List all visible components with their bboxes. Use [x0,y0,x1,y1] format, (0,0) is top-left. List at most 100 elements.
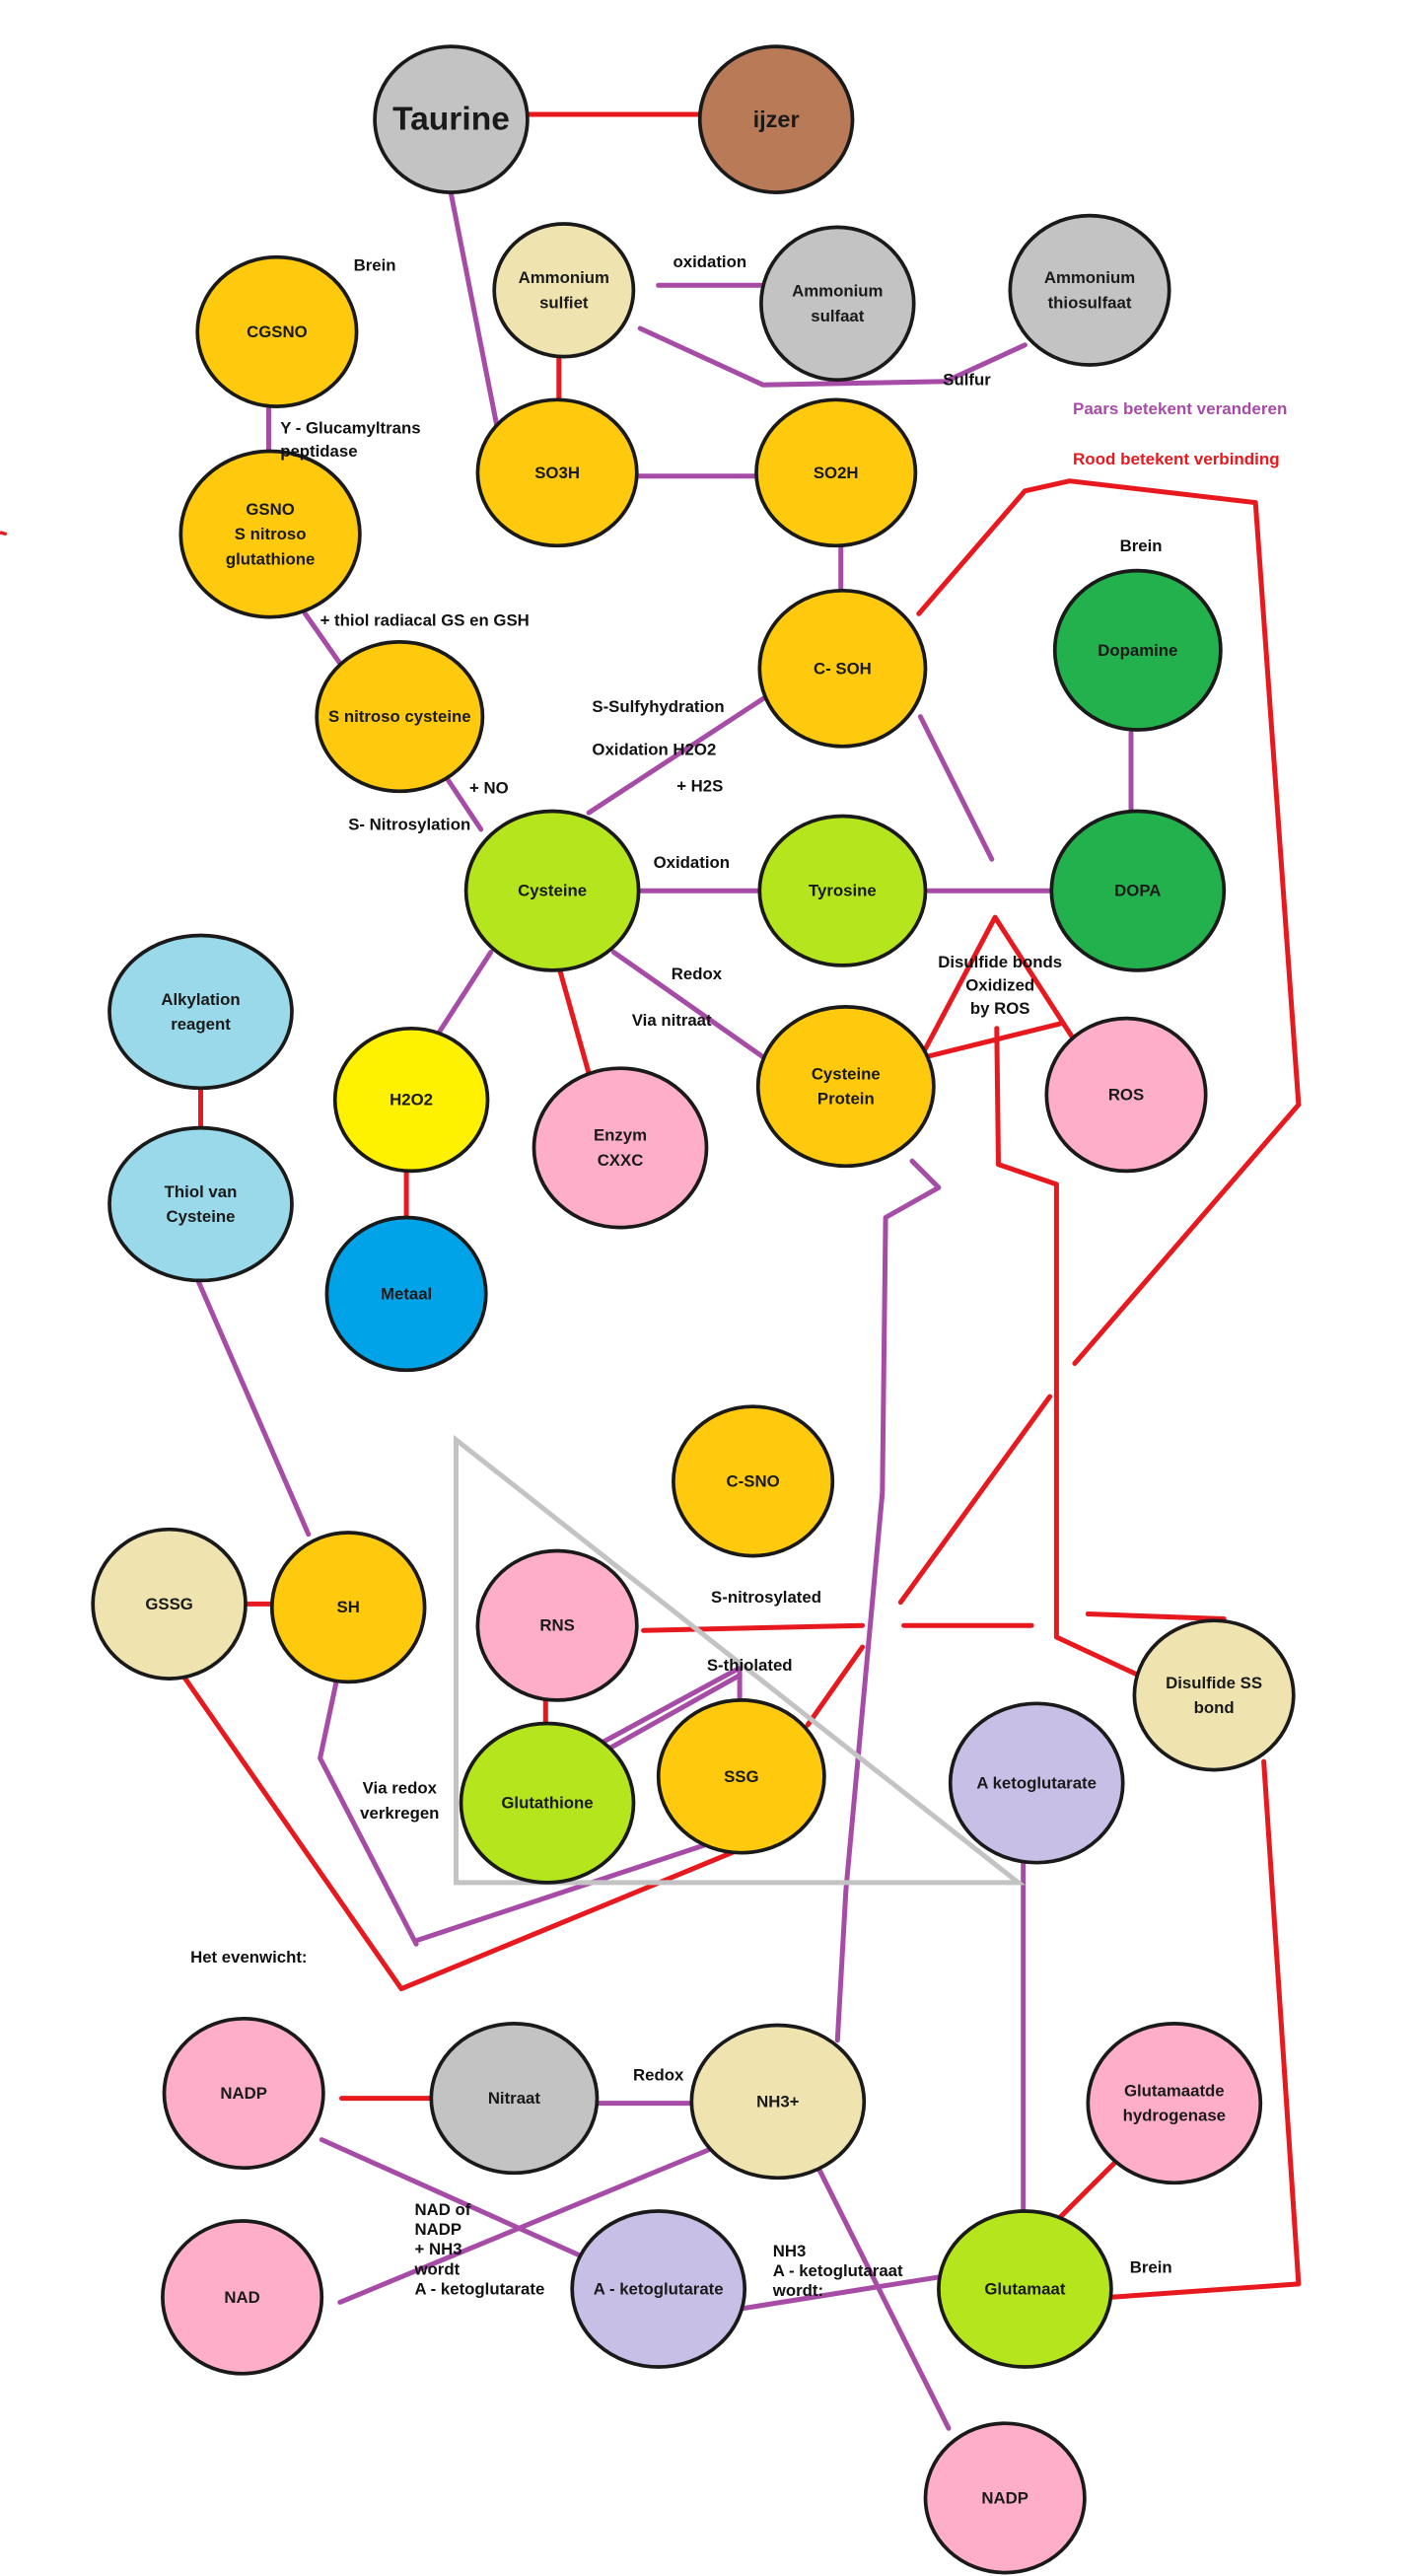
node-label: H2O2 [390,1091,433,1109]
node-circle [754,397,918,548]
legend-red-text: Rood betekent verbinding [1073,450,1280,468]
node-label: Glutamaat [984,2280,1065,2299]
node-circle [1132,1618,1296,1772]
node-a-ketoglutarate-top: A ketoglutarate [948,1701,1125,1865]
node-circle [937,2209,1113,2369]
edge-mark [0,531,8,537]
purple-link-12 [917,714,995,862]
annotation-y-glucamyl: peptidase [280,442,357,461]
node-label: GSSG [145,1595,193,1613]
purple-link-44 [319,2137,584,2258]
annotation-s-thiolated: S-thiolated [707,1656,793,1675]
node-label: Cysteine [812,1065,881,1084]
annotation-nad-of-nadp: A - ketoglutarate [415,2280,545,2299]
node-ros: ROS [1044,1016,1208,1174]
purple-link-45 [337,2145,716,2305]
node-label: Ammonium [519,268,609,287]
annotation-nh3-wordt: NH3 [773,2242,807,2260]
node-circle [459,1721,636,1885]
node-label: Alkylation [161,990,240,1009]
node-circle [1049,809,1227,972]
purple-link-4 [637,325,1028,388]
annotation-nad-of-nadp: NADP [415,2220,462,2239]
node-label: thiosulfaat [1048,293,1132,312]
node-label: NH3+ [756,2092,800,2111]
node-label: CXXC [598,1151,644,1170]
purple-link-19 [437,949,494,1035]
annotation-oxidation-h2o2: Oxidation H2O2 [592,741,716,759]
node-circle [1008,213,1171,367]
node-label: DOPA [1114,882,1161,900]
node-label: C- SOH [814,659,872,678]
node-circle [755,1005,936,1169]
annotation-nh3-wordt: wordt: [772,2281,823,2300]
node-circle [373,44,530,194]
node-label: Cysteine [518,882,587,900]
node-taurine: Taurine [373,44,530,194]
node-label: sulfaat [811,307,865,325]
node-glutathione: Glutathione [459,1721,636,1885]
node-c-sno: C-SNO [672,1404,835,1558]
node-cgsno: CGSNO [195,254,359,408]
annotation-thiol-radical: + thiol radiacal GS en GSH [320,611,530,630]
annotation-nh3-wordt: A - ketoglutaraat [773,2261,903,2280]
node-circle [162,2016,325,2171]
red-link-29 [181,1674,743,1992]
grouping-triangle [454,1434,1026,1886]
annotation-sulfur: Sulfur [943,371,991,390]
node-circle [757,814,928,967]
red-link-20 [556,965,592,1076]
node-circle [1044,1016,1208,1174]
purple-link-25 [194,1276,312,1538]
node-label: Metaal [381,1284,432,1303]
red-link-32 [1085,1611,1227,1621]
red-link-40 [1106,1758,1302,2300]
node-circle [759,225,916,383]
annotation-oxidation-mid: Oxidation [654,853,730,872]
node-h2o2: H2O2 [332,1026,490,1174]
annotation-brein-bottom: Brein [1130,2258,1172,2277]
node-circle [195,254,359,408]
connection-lines [0,111,1302,2431]
node-circle [324,1215,488,1373]
node-circle [91,1527,248,1681]
node-circle [656,1698,826,1855]
purple-link-36 [601,1664,744,1745]
node-label: ROS [1108,1086,1144,1105]
node-rns: RNS [475,1548,639,1702]
node-a-ketoglutarate-bottom: A - ketoglutarate [570,2209,747,2369]
purple-link-24 [834,1158,942,2043]
node-so2h: SO2H [754,397,918,548]
node-label: SSG [724,1767,758,1786]
node-label: GSNO [246,500,294,519]
purple-link-46 [737,2274,940,2312]
node-circle [269,1531,427,1684]
node-label: Tyrosine [809,882,877,900]
node-glutamaat: Glutamaat [937,2209,1113,2369]
node-circle [948,1701,1125,1865]
node-label: CGSNO [247,322,308,341]
node-circle [570,2209,747,2369]
node-circle [463,809,641,972]
node-label: reagent [171,1015,231,1034]
node-circle [492,222,636,359]
node-circle [689,2023,867,2181]
node-circle [1086,2022,1263,2185]
node-label: bond [1194,1698,1235,1717]
annotation-disulfide-bonds: by ROS [970,999,1030,1018]
annotation-via-redox: Via redox [363,1779,438,1798]
node-so3h: SO3H [475,397,639,548]
annotation-disulfide-bonds: Disulfide bonds [938,953,1062,971]
purple-link-8 [303,610,343,667]
node-c-soh: C- SOH [757,588,928,749]
node-label: Enzym [594,1126,647,1145]
annotation-nad-of-nadp: wordt [414,2259,461,2278]
annotation-brein-right: Brein [1120,537,1163,555]
